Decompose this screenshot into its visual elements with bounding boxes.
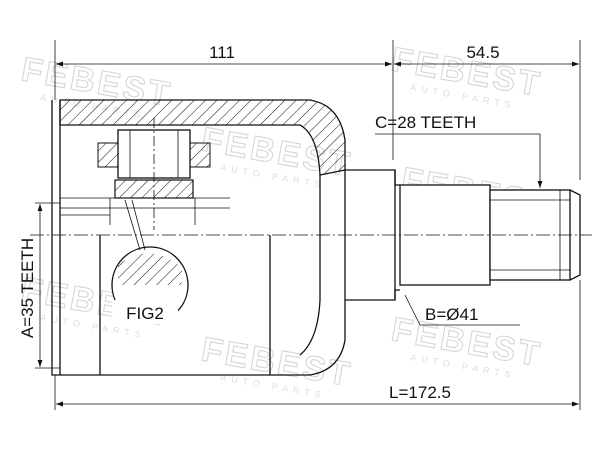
fig2-detail: FIG2 — [111, 199, 189, 324]
neck-bottom — [345, 289, 400, 301]
leader-line — [404, 294, 421, 326]
detail-hatch — [118, 253, 182, 285]
housing-section — [51, 99, 346, 376]
housing-outline — [51, 100, 346, 376]
dimension-label: A=35 TEETH — [18, 238, 37, 338]
housing-hatch — [59, 99, 346, 176]
dimension-housing-length: 111 — [54, 40, 394, 160]
roller-end-hatch — [189, 142, 211, 168]
neck-top — [345, 169, 400, 186]
callout-label: B=Ø41 — [425, 305, 478, 324]
tripod-roller — [60, 118, 230, 230]
dimension-label: L=172.5 — [389, 383, 451, 402]
roller-end-hatch — [97, 142, 119, 168]
callout-shaft-diameter: B=Ø41 — [404, 294, 520, 326]
callout-label: C=28 TEETH — [375, 113, 476, 132]
callout-outer-teeth: C=28 TEETH — [375, 113, 543, 188]
label-bg — [112, 300, 178, 324]
figure-label: FIG2 — [126, 304, 164, 323]
detail-leader — [124, 199, 141, 251]
housing-inner-wall — [299, 175, 321, 356]
dimension-label: 111 — [209, 43, 235, 62]
dimension-total-length: L=172.5 — [54, 280, 581, 410]
dimension-label: 54.5 — [466, 43, 499, 62]
dimension-shaft-length: 54.5 — [394, 40, 581, 180]
detail-leader — [131, 199, 146, 251]
dimension-inner-teeth: A=35 TEETH — [18, 202, 60, 369]
